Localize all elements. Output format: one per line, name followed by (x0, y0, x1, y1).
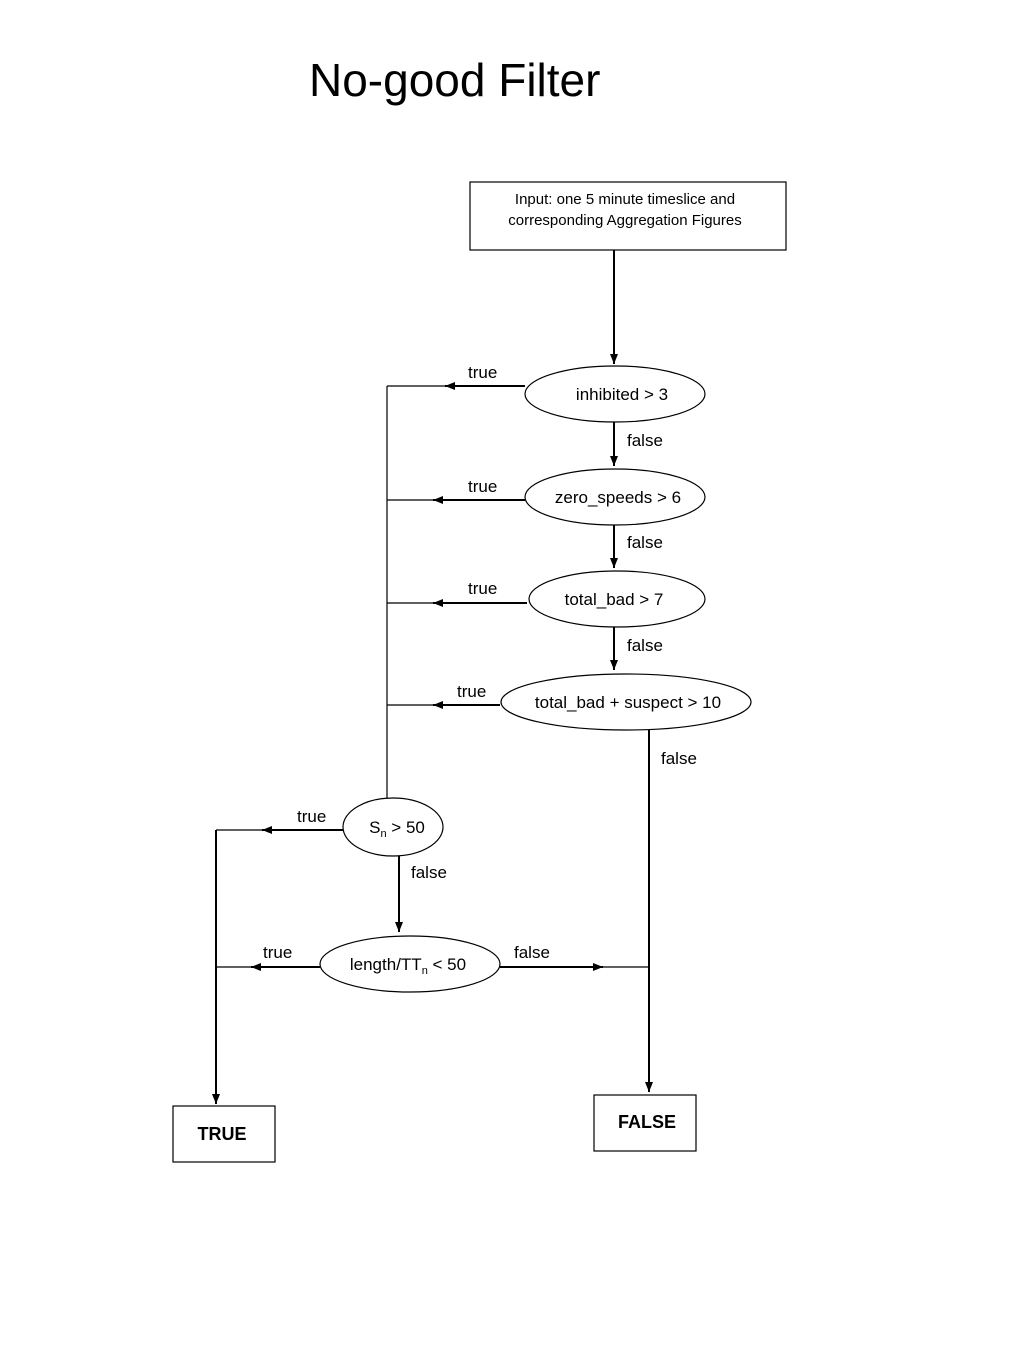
label-zero-speeds-false: false (627, 533, 663, 552)
decision-inhibited-label: inhibited > 3 (576, 385, 668, 404)
input-box-line1: Input: one 5 minute timeslice and (515, 191, 735, 208)
decision-total-bad-suspect (500, 673, 752, 731)
decision-inhibited (524, 365, 706, 423)
label-sn-false: false (411, 863, 447, 882)
decision-total-bad-label: total_bad > 7 (565, 590, 664, 609)
terminal-true-label: TRUE (198, 1124, 247, 1144)
decision-length-tt-condition: < 50 (428, 955, 466, 974)
decision-length-tt (319, 935, 501, 993)
label-inhibited-true: true (468, 363, 497, 382)
diagram-title: No-good Filter (309, 54, 601, 106)
decision-zero-speeds (524, 468, 706, 526)
decision-total-bad (528, 570, 706, 628)
decision-length-tt-main: length/TT (350, 955, 422, 974)
decision-length-tt-subscript: n (422, 965, 428, 977)
label-length-tt-false: false (514, 943, 550, 962)
decision-zero-speeds-label: zero_speeds > 6 (555, 488, 681, 507)
decision-total-bad-suspect-label: total_bad + suspect > 10 (535, 693, 721, 712)
decision-length-tt-label: length/TTn < 50 (350, 955, 466, 977)
input-box (469, 181, 787, 251)
decision-sn-subscript: n (380, 828, 386, 840)
label-total-bad-suspect-true: true (457, 682, 486, 701)
label-sn-true: true (297, 807, 326, 826)
label-inhibited-false: false (627, 431, 663, 450)
label-total-bad-suspect-false: false (661, 749, 697, 768)
label-total-bad-false: false (627, 636, 663, 655)
decision-sn-main: S (369, 818, 380, 837)
decision-sn (342, 797, 444, 857)
label-length-tt-true: true (263, 943, 292, 962)
decision-sn-condition: > 50 (387, 818, 425, 837)
label-zero-speeds-true: true (468, 477, 497, 496)
terminal-false-label: FALSE (618, 1112, 676, 1132)
terminal-true (172, 1105, 276, 1163)
label-total-bad-true: true (468, 579, 497, 598)
input-box-line2: corresponding Aggregation Figures (508, 212, 741, 229)
decision-sn-label: Sn > 50 (369, 818, 425, 840)
terminal-false (593, 1094, 697, 1152)
